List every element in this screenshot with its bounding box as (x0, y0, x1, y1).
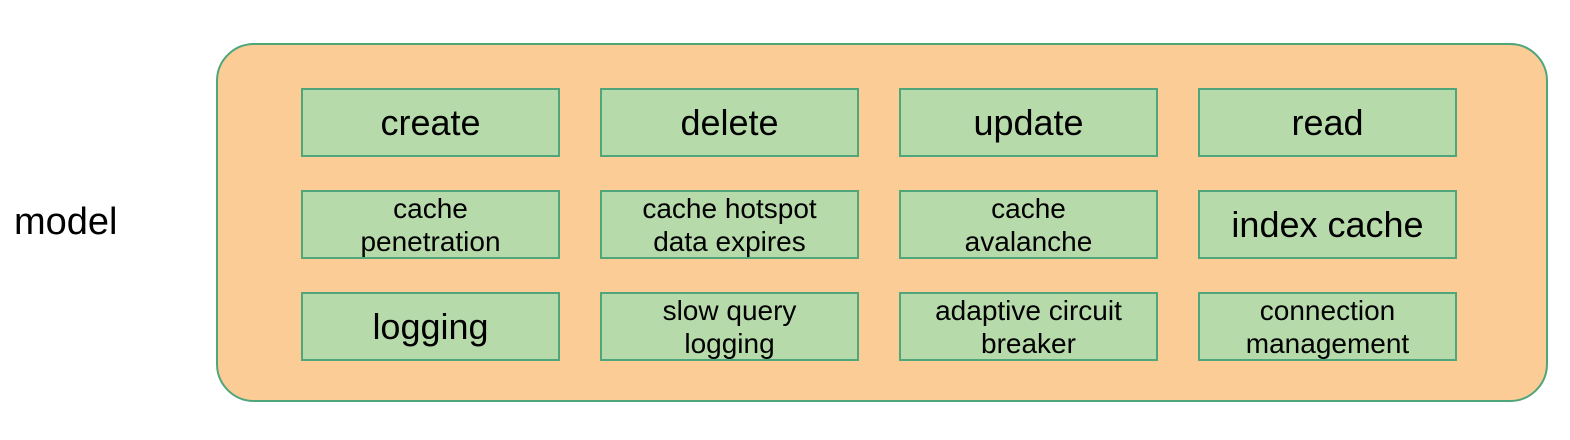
node-delete[interactable]: delete (600, 88, 859, 157)
node-adaptive-circuit-breaker-label: adaptive circuit breaker (935, 294, 1122, 359)
node-index-cache-label: index cache (1231, 203, 1424, 245)
model-group-label: model (14, 201, 118, 243)
node-adaptive-circuit-breaker[interactable]: adaptive circuit breaker (899, 292, 1158, 361)
node-create-label: create (380, 101, 481, 143)
node-connection-management[interactable]: connection management (1198, 292, 1457, 361)
node-connection-management-label: connection management (1245, 294, 1410, 359)
node-slow-query-logging-label: slow query logging (662, 294, 797, 359)
node-cache-hotspot-data-expires[interactable]: cache hotspot data expires (600, 190, 859, 259)
node-grid: create delete update read cache penetrat… (301, 88, 1460, 361)
node-update[interactable]: update (899, 88, 1158, 157)
node-cache-hotspot-data-expires-label: cache hotspot data expires (642, 192, 817, 257)
node-slow-query-logging[interactable]: slow query logging (600, 292, 859, 361)
node-create[interactable]: create (301, 88, 560, 157)
node-index-cache[interactable]: index cache (1198, 190, 1457, 259)
node-cache-penetration[interactable]: cache penetration (301, 190, 560, 259)
model-container: create delete update read cache penetrat… (216, 43, 1548, 402)
node-logging[interactable]: logging (301, 292, 560, 361)
cache-concerns-row: cache penetration cache hotspot data exp… (301, 190, 1460, 259)
node-logging-label: logging (372, 305, 489, 347)
observability-row: logging slow query logging adaptive circ… (301, 292, 1460, 361)
node-delete-label: delete (680, 101, 779, 143)
node-read-label: read (1291, 101, 1364, 143)
node-cache-avalanche-label: cache avalanche (964, 192, 1093, 257)
node-update-label: update (973, 101, 1084, 143)
operations-row: create delete update read (301, 88, 1460, 157)
node-cache-avalanche[interactable]: cache avalanche (899, 190, 1158, 259)
node-read[interactable]: read (1198, 88, 1457, 157)
node-cache-penetration-label: cache penetration (360, 192, 501, 257)
